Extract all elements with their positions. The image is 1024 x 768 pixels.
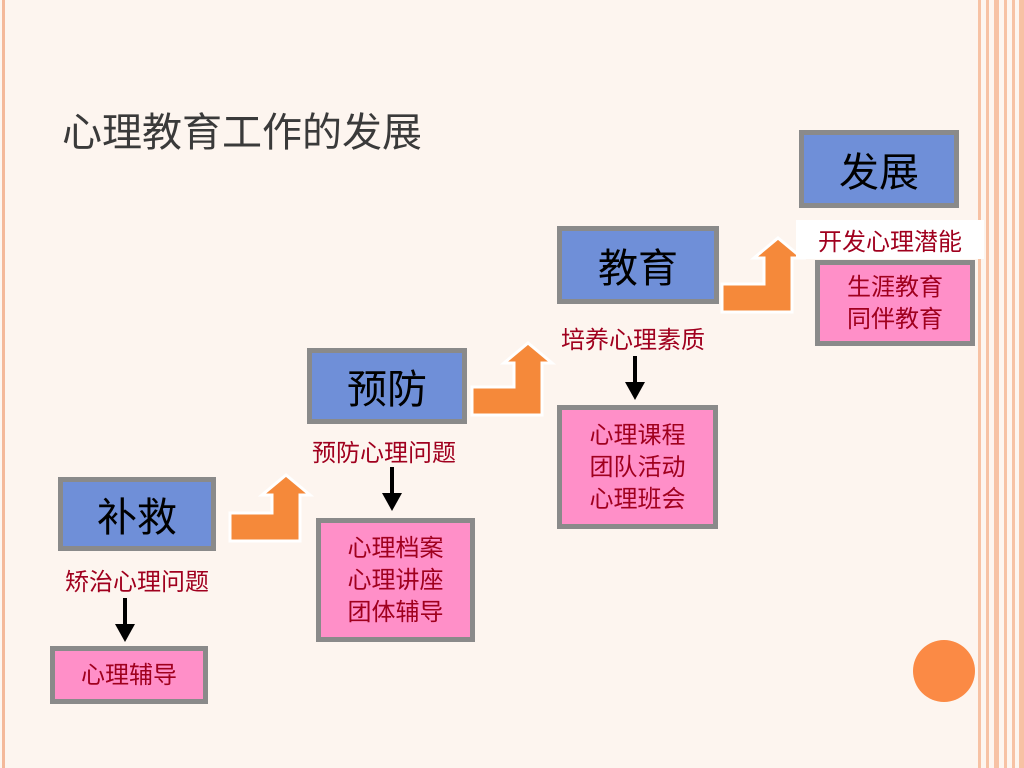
stage-prevention-items: 心理档案 心理讲座 团体辅导	[316, 518, 475, 642]
step-arrow-icon	[228, 473, 315, 543]
stage-development-subtitle: 开发心理潜能	[796, 220, 984, 259]
down-arrow-icon	[382, 467, 402, 511]
stage-remedy: 补救	[58, 477, 216, 551]
stage-label: 补救	[97, 495, 177, 541]
stage-development: 发展	[799, 130, 959, 208]
stage-education-subtitle: 培养心理素质	[561, 326, 705, 354]
item-text: 心理档案	[347, 534, 444, 562]
stage-education: 教育	[557, 226, 719, 304]
down-arrow-icon	[625, 356, 645, 400]
step-arrow-icon	[720, 236, 807, 314]
stage-prevention-subtitle: 预防心理问题	[312, 439, 456, 467]
item-text: 心理课程	[589, 421, 686, 449]
stage-label: 预防	[347, 367, 427, 413]
item-text: 同伴教育	[847, 305, 943, 333]
item-text: 心理班会	[589, 485, 686, 513]
item-text: 团体辅导	[347, 598, 444, 626]
item-text: 生涯教育	[847, 273, 943, 301]
stage-prevention: 预防	[307, 348, 467, 424]
decorative-circle	[913, 640, 975, 702]
stage-label: 发展	[839, 150, 919, 196]
stage-label: 教育	[598, 246, 678, 292]
right-edge-decoration	[976, 0, 1024, 768]
stage-education-items: 心理课程 团队活动 心理班会	[557, 405, 718, 529]
item-text: 心理讲座	[347, 566, 444, 594]
item-text: 团队活动	[589, 453, 686, 481]
stage-development-items: 生涯教育 同伴教育	[815, 260, 975, 346]
stage-remedy-subtitle: 矫治心理问题	[65, 568, 209, 596]
step-arrow-icon	[470, 341, 557, 417]
stage-remedy-items: 心理辅导	[50, 646, 208, 704]
item-text: 心理辅导	[81, 661, 177, 689]
down-arrow-icon	[115, 598, 135, 642]
page-title: 心理教育工作的发展	[62, 110, 422, 156]
left-edge-decoration	[0, 0, 10, 768]
